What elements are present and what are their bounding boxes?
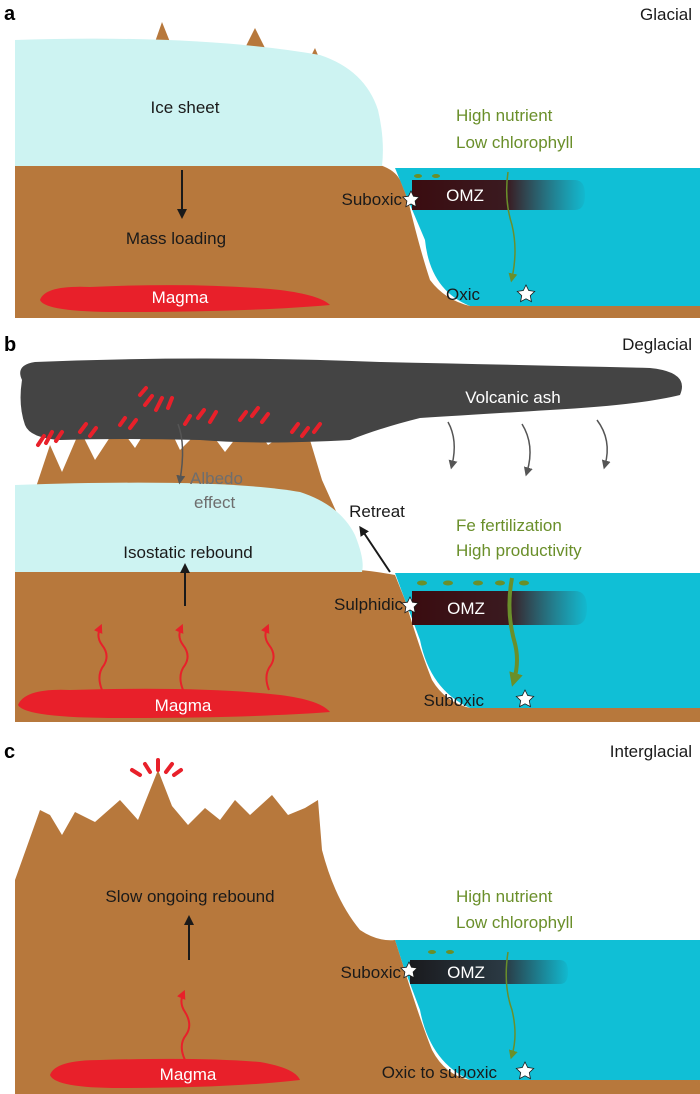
heat-arrow-b-2 — [175, 623, 189, 691]
heat-arrow-b-3 — [261, 623, 275, 691]
mass-loading-label: Mass loading — [126, 229, 226, 248]
magma-label-a: Magma — [152, 288, 209, 307]
ash-fall-arrow-3 — [596, 419, 611, 470]
export-arrow-a — [505, 171, 518, 283]
star-shelf-a — [401, 190, 421, 208]
nutrient-line1-c: High nutrient — [456, 887, 553, 906]
rebound-label-c: Slow ongoing rebound — [105, 887, 274, 906]
plankton-b-2 — [443, 580, 453, 586]
albedo-line2: effect — [194, 493, 236, 512]
ice-sheet-label-a: Ice sheet — [151, 98, 220, 117]
nutrient-line2-b: High productivity — [456, 541, 582, 560]
star-shelf-b — [400, 596, 420, 614]
floor-label-c: Oxic to suboxic — [382, 1063, 498, 1082]
star-shelf-c — [399, 961, 419, 979]
retreat-arrow — [359, 525, 391, 573]
heat-arrow-c — [177, 989, 191, 1061]
magma-b — [18, 688, 330, 718]
plankton-c-2 — [446, 950, 454, 954]
omz-label-a: OMZ — [446, 186, 484, 205]
plankton-a-2 — [432, 174, 440, 178]
eruption-marks-c — [130, 758, 183, 777]
plankton-b-4 — [495, 580, 505, 586]
magma-c — [50, 1058, 300, 1088]
panel-a: a Glacial Ice sheet Mass loading Magma O… — [4, 3, 700, 318]
nutrient-line2-a: Low chlorophyll — [456, 133, 573, 152]
omz-label-b: OMZ — [447, 599, 485, 618]
ash-label: Volcanic ash — [465, 388, 560, 407]
panel-c: c Interglacial Slow ongoing rebound Magm… — [4, 741, 700, 1094]
panel-b: b Deglacial Volcanic ash Albedo effect — [4, 334, 700, 722]
omz-c — [410, 960, 568, 984]
plankton-b-1 — [417, 580, 427, 586]
magma-a — [40, 285, 330, 312]
nutrient-line1-a: High nutrient — [456, 106, 553, 125]
plankton-a-1 — [414, 174, 422, 178]
heat-arrow-b-1 — [94, 623, 108, 691]
albedo-arrow — [176, 423, 186, 485]
omz-b — [412, 591, 587, 625]
peak-a-2 — [245, 28, 266, 50]
albedo-line1: Albedo — [190, 469, 243, 488]
rebound-label-b: Isostatic rebound — [123, 543, 252, 562]
export-arrow-b — [507, 577, 523, 687]
plankton-b-3 — [473, 580, 483, 586]
eruption-marks-b — [36, 386, 322, 447]
panel-b-title: Deglacial — [622, 335, 692, 354]
magma-label-c: Magma — [160, 1065, 217, 1084]
panel-c-letter: c — [4, 741, 15, 763]
floor-label-b: Suboxic — [424, 691, 485, 710]
star-floor-b — [515, 689, 535, 708]
panel-c-title: Interglacial — [610, 742, 692, 761]
shelf-label-a: Suboxic — [342, 190, 403, 209]
peak-a-1 — [155, 22, 170, 42]
volcanic-ash-cloud — [20, 358, 683, 443]
ash-fall-arrow-2 — [521, 423, 533, 477]
star-floor-c — [515, 1061, 535, 1080]
nutrient-line1-b: Fe fertilization — [456, 516, 562, 535]
panel-a-title: Glacial — [640, 5, 692, 24]
export-arrow-c — [505, 951, 518, 1060]
floor-label-a: Oxic — [446, 285, 481, 304]
omz-label-c: OMZ — [447, 963, 485, 982]
nutrient-line2-c: Low chlorophyll — [456, 913, 573, 932]
plankton-b-5 — [519, 580, 529, 586]
shelf-label-c: Suboxic — [341, 963, 402, 982]
ice-sheet-b — [15, 482, 363, 572]
plankton-c-1 — [428, 950, 436, 954]
land-a — [15, 165, 700, 318]
retreat-label: Retreat — [349, 502, 405, 521]
panel-a-letter: a — [4, 3, 16, 25]
panel-b-letter: b — [4, 334, 16, 356]
omz-a — [412, 180, 585, 210]
shelf-label-b: Sulphidic — [334, 595, 403, 614]
land-b — [15, 568, 700, 722]
star-floor-a — [516, 284, 536, 303]
ash-fall-arrow-1 — [447, 421, 458, 470]
ice-sheet-a — [15, 38, 383, 166]
magma-label-b: Magma — [155, 696, 212, 715]
